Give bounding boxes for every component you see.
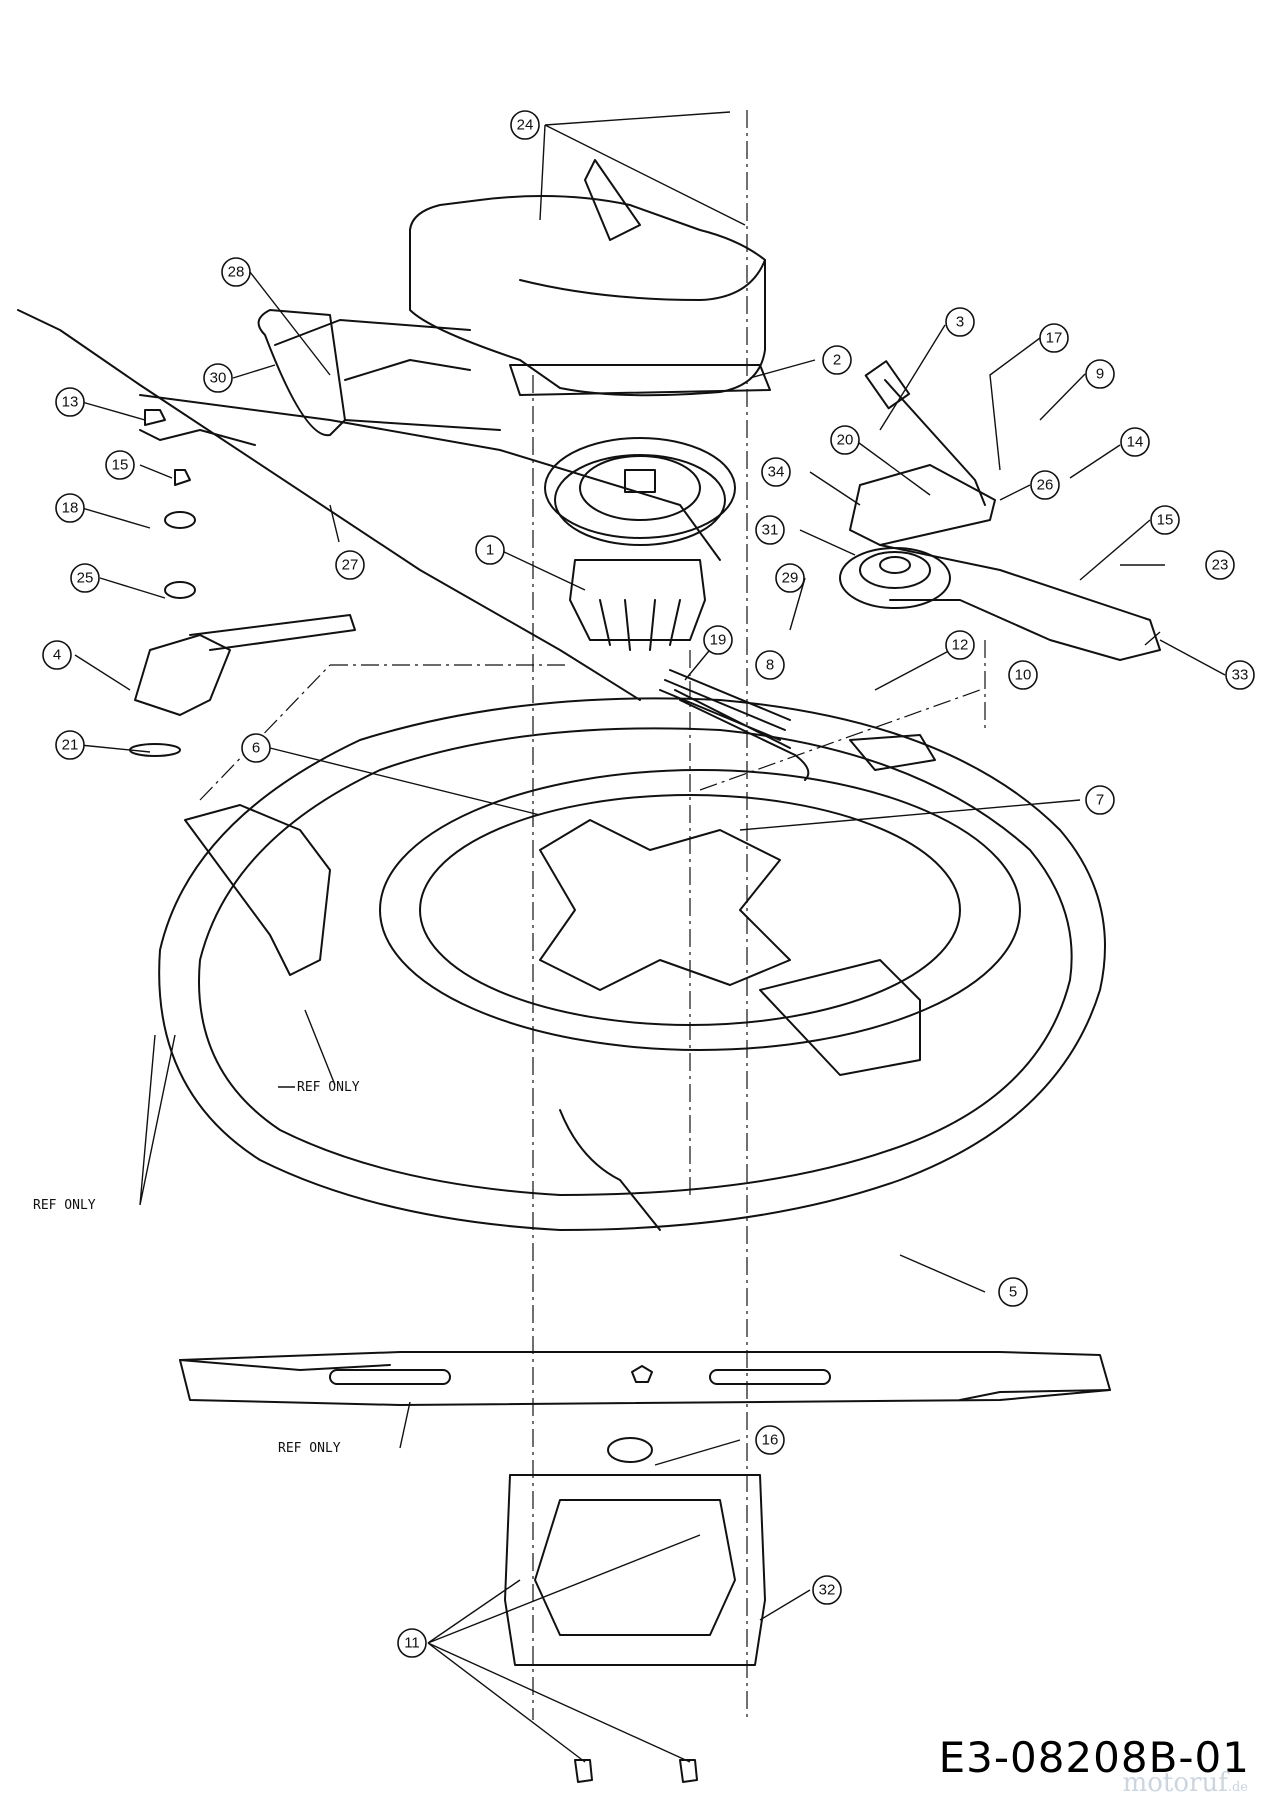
watermark-logo: motoruf.de xyxy=(1123,1768,1248,1798)
callout-17: 17 xyxy=(1039,323,1069,353)
callout-label: 23 xyxy=(1212,557,1229,574)
callout-label: 16 xyxy=(762,1432,779,1449)
ref-only-labels: REF ONLY REF ONLY REF ONLY xyxy=(33,1080,360,1456)
mower-deck xyxy=(158,697,1106,1231)
callout-2: 2 xyxy=(822,345,852,375)
callout-label: 34 xyxy=(768,464,785,481)
callout-3: 3 xyxy=(945,307,975,337)
callout-label: 7 xyxy=(1096,792,1104,809)
callout-label: 15 xyxy=(1157,512,1174,529)
callout-11: 11 xyxy=(397,1628,427,1658)
ref-only-label: REF ONLY xyxy=(278,1441,341,1456)
tension-spring xyxy=(659,669,810,781)
callout-label: 27 xyxy=(342,557,359,574)
callout-9: 9 xyxy=(1085,359,1115,389)
callout-32: 32 xyxy=(812,1575,842,1605)
watermark-name: motoruf xyxy=(1122,1768,1228,1798)
callout-18: 18 xyxy=(55,493,85,523)
callout-label: 26 xyxy=(1037,477,1054,494)
callout-15: 15 xyxy=(1150,505,1180,535)
callout-label: 2 xyxy=(833,352,841,369)
callout-label: 33 xyxy=(1232,667,1249,684)
callout-13: 13 xyxy=(55,387,85,417)
control-cable xyxy=(17,309,721,701)
idler-bracket xyxy=(839,360,1161,661)
callout-4: 4 xyxy=(42,640,72,670)
blade-adapter xyxy=(504,1437,766,1783)
callout-label: 12 xyxy=(952,637,969,654)
callout-label: 30 xyxy=(210,370,227,387)
belt-cover xyxy=(409,159,771,397)
callout-7: 7 xyxy=(1085,785,1115,815)
callout-23: 23 xyxy=(1205,550,1235,580)
callout-15: 15 xyxy=(105,450,135,480)
callout-19: 19 xyxy=(703,625,733,655)
callout-label: 8 xyxy=(766,657,774,674)
callout-label: 21 xyxy=(62,737,79,754)
callout-label: 28 xyxy=(228,264,245,281)
left-bracket xyxy=(129,409,356,757)
callout-33: 33 xyxy=(1225,660,1255,690)
callout-label: 24 xyxy=(517,117,534,134)
callout-34: 34 xyxy=(761,457,791,487)
callout-label: 20 xyxy=(837,432,854,449)
drawing-number: E3-08208B-01 xyxy=(938,1733,1250,1782)
callout-24: 24 xyxy=(510,110,540,140)
callout-26: 26 xyxy=(1030,470,1060,500)
callout-27: 27 xyxy=(335,550,365,580)
assembly-centerlines xyxy=(199,110,986,1720)
callout-1: 1 xyxy=(475,535,505,565)
callout-label: 10 xyxy=(1015,667,1032,684)
ref-only-label: REF ONLY xyxy=(33,1198,96,1213)
callout-5: 5 xyxy=(998,1277,1028,1307)
callout-label: 13 xyxy=(62,394,79,411)
callout-balloons: 24 28 30 2 3 17 9 14 13 15 18 25 4 21 1 … xyxy=(42,110,1255,1658)
callout-label: 5 xyxy=(1009,1284,1017,1301)
callout-25: 25 xyxy=(70,563,100,593)
callout-21: 21 xyxy=(55,730,85,760)
mower-blade xyxy=(179,1351,1111,1406)
callout-14: 14 xyxy=(1120,427,1150,457)
callout-label: 18 xyxy=(62,500,79,517)
belt-guide xyxy=(257,309,501,437)
callout-label: 25 xyxy=(77,570,94,587)
callout-29: 29 xyxy=(775,563,805,593)
callout-30: 30 xyxy=(203,363,233,393)
callout-8: 8 xyxy=(755,650,785,680)
watermark-tld: .de xyxy=(1227,1780,1248,1795)
callout-label: 3 xyxy=(956,314,964,331)
callout-label: 17 xyxy=(1046,330,1063,347)
ref-only-label: REF ONLY xyxy=(297,1080,360,1095)
spindle-pulley xyxy=(544,437,736,651)
callout-31: 31 xyxy=(755,515,785,545)
callout-20: 20 xyxy=(830,425,860,455)
callout-label: 32 xyxy=(819,1582,836,1599)
callout-label: 6 xyxy=(252,740,260,757)
callout-label: 14 xyxy=(1127,434,1144,451)
callout-label: 31 xyxy=(762,522,779,539)
callout-label: 15 xyxy=(112,457,129,474)
callout-label: 9 xyxy=(1096,366,1104,383)
callout-label: 29 xyxy=(782,570,799,587)
callout-label: 11 xyxy=(404,1635,420,1652)
callout-label: 1 xyxy=(486,542,494,559)
callout-label: 19 xyxy=(710,632,727,649)
callout-label: 4 xyxy=(53,647,61,664)
callout-28: 28 xyxy=(221,257,251,287)
callout-6: 6 xyxy=(241,733,271,763)
callout-12: 12 xyxy=(945,630,975,660)
callout-16: 16 xyxy=(755,1425,785,1455)
callout-leaders xyxy=(74,111,1226,1763)
callout-10: 10 xyxy=(1008,660,1038,690)
